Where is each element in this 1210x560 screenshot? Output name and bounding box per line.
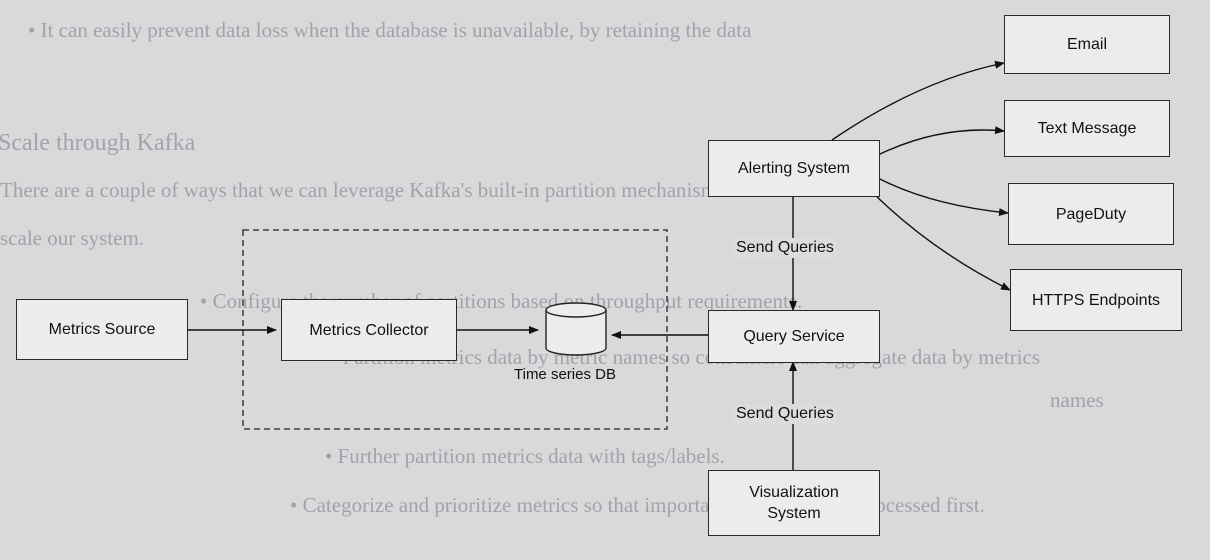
email-node: Email [1004,15,1170,74]
edge-alerting-to-text-message [877,126,1005,156]
https-endpoints-node: HTTPS Endpoints [1010,269,1182,331]
visualization-system-node: Visualization System [708,470,880,536]
text-message-node: Text Message [1004,100,1170,157]
pageduty-node: PageDuty [1008,183,1174,245]
metrics-source-node: Metrics Source [16,299,188,360]
edge-alerting-to-pageduty [877,177,1009,217]
edge-alerting-to-https [869,189,1011,291]
query-service-node: Query Service [708,310,880,363]
send-queries-label-visualization: Send Queries [733,404,837,424]
metrics-collector-node: Metrics Collector [281,299,457,361]
time-series-db-label: Time series DB [514,366,616,383]
database-icon [545,302,607,356]
collector-cluster-boundary [242,229,668,430]
edge-alerting-to-email [831,60,1005,141]
send-queries-label-alerting: Send Queries [733,238,837,258]
alerting-system-node: Alerting System [708,140,880,197]
